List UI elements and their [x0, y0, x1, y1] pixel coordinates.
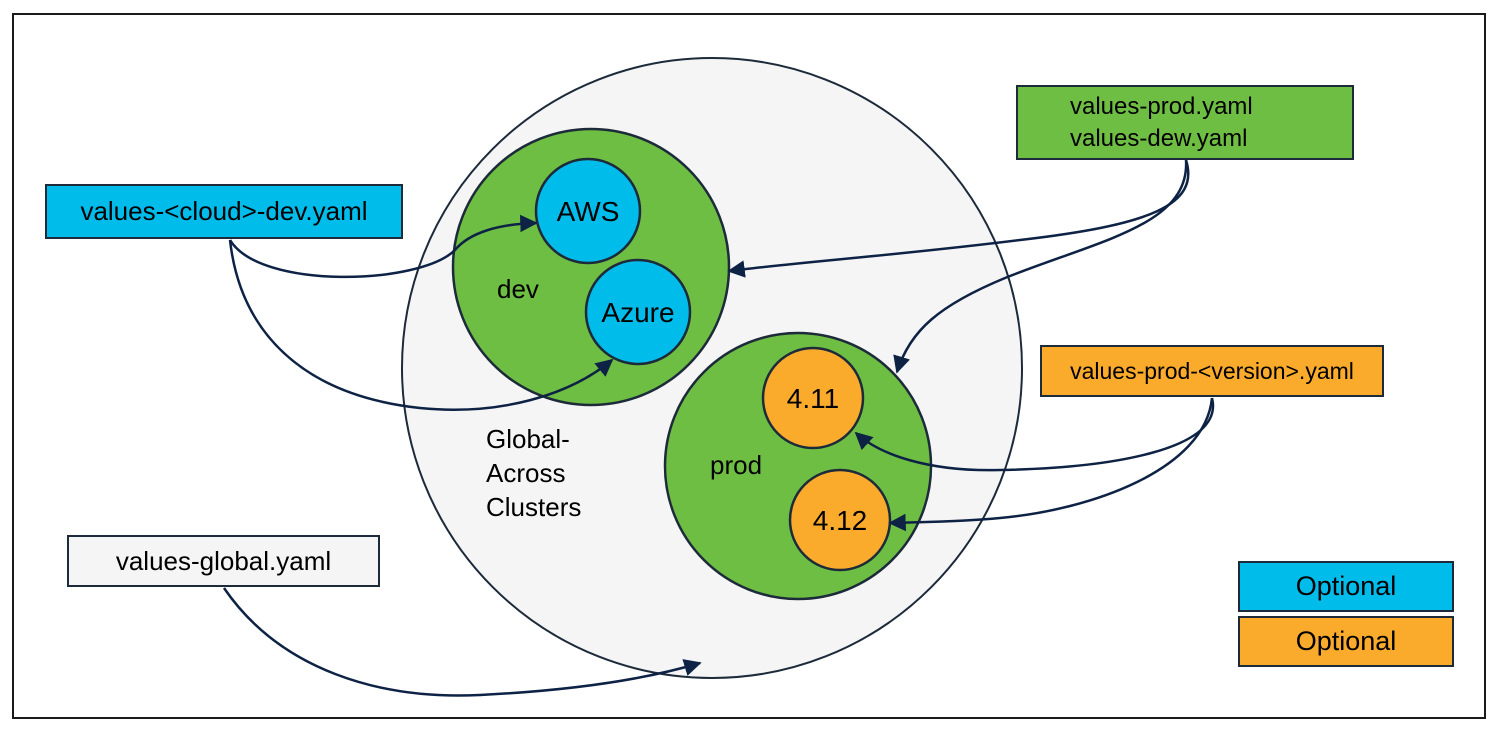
dew-values-file-label: values-dew.yaml: [1070, 124, 1248, 152]
azure-label: Azure: [601, 297, 674, 328]
global-label-line-3: Clusters: [486, 492, 581, 522]
legend-optional-orange-label: Optional: [1295, 626, 1397, 656]
arrow-global-file-to-global: [222, 587, 702, 697]
prod-values-file-label: values-prod.yaml: [1070, 92, 1253, 120]
legend-optional-blue: Optional: [1238, 561, 1454, 612]
prod-label: prod: [710, 450, 762, 480]
arrow-version-to-411: [854, 397, 1215, 472]
version-4-11-label: 4.11: [787, 383, 839, 414]
cloud-dev-values-file: values-<cloud>-dev.yaml: [45, 184, 403, 239]
global-values-label: values-global.yaml: [115, 545, 332, 576]
version-4-11-node: [761, 346, 865, 450]
arrow-version-to-412: [888, 397, 1214, 532]
arrow-env-to-prod: [893, 159, 1188, 374]
global-label-line-2: Across: [486, 458, 565, 488]
dev-label: dev: [497, 274, 539, 304]
arrow-cloud-to-aws: [228, 214, 538, 279]
legend-optional-orange: Optional: [1238, 616, 1454, 667]
version-4-12-label: 4.12: [813, 505, 868, 536]
cloud-dev-values-label: values-<cloud>-dev.yaml: [80, 196, 368, 226]
prod-version-values-file: values-prod-<version>.yaml: [1040, 345, 1384, 397]
env-values-files: values-prod.yaml values-dew.yaml: [1016, 85, 1354, 160]
global-values-file: values-global.yaml: [67, 535, 380, 587]
aws-label: AWS: [557, 196, 620, 227]
global-label-line-1: Global-: [486, 424, 570, 454]
aws-node: [534, 157, 642, 265]
azure-node: [584, 258, 692, 366]
arrow-cloud-to-azure: [228, 239, 614, 411]
legend-optional-blue-label: Optional: [1295, 571, 1397, 601]
arrow-env-to-dev: [727, 159, 1190, 278]
prod-version-values-label: values-prod-<version>.yaml: [1070, 357, 1354, 384]
